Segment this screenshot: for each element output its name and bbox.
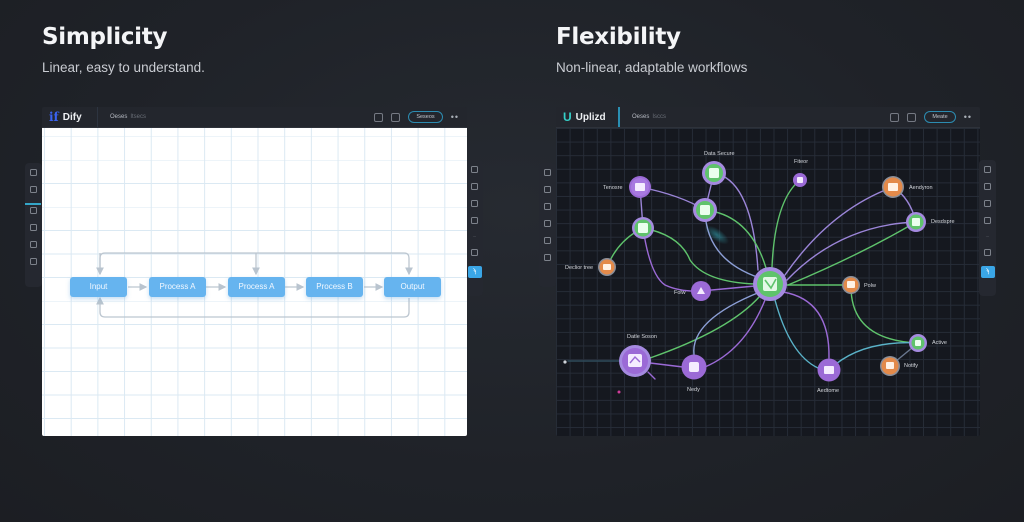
publish-button[interactable]: Seseos: [408, 111, 443, 123]
node-label-tenosre: Tenosre: [603, 185, 623, 191]
settings-icon[interactable]: [471, 249, 478, 256]
save-icon[interactable]: [374, 112, 384, 122]
window-icon[interactable]: [30, 224, 37, 231]
right-heading: Flexibility Non-linear, adaptable workfl…: [556, 24, 747, 75]
breadcrumb-main: Oeses: [110, 114, 128, 120]
node-label-datastore: Desdspre: [931, 219, 955, 225]
breadcrumb-main: Oeses: [632, 114, 650, 120]
search-icon[interactable]: [544, 237, 551, 244]
node-label-active: Active: [932, 340, 947, 346]
search-icon[interactable]: [30, 241, 37, 248]
flow-node-input[interactable]: Input: [70, 277, 127, 297]
action-button[interactable]: ϡ: [980, 266, 995, 278]
comment-icon[interactable]: [907, 112, 917, 122]
node-label-notify: Notify: [904, 363, 919, 369]
panel-icon[interactable]: [544, 186, 551, 193]
linear-workflow-canvas[interactable]: Input Process A Process A Process B Outp…: [42, 128, 467, 436]
home-alt-icon[interactable]: [30, 207, 37, 214]
more-menu-icon[interactable]: ••: [963, 112, 972, 122]
flow-node-output[interactable]: Output: [384, 277, 441, 297]
dots-icon[interactable]: ···: [985, 234, 990, 239]
breadcrumb-sub: Isccs: [652, 114, 667, 120]
left-panel-right-rail: ··· ϡ: [466, 160, 483, 296]
node-label-filter: Fiteor: [794, 159, 809, 165]
dify-logo[interactable]: if Dify: [42, 107, 97, 127]
flow-node-process-a-2[interactable]: Process A: [228, 277, 285, 297]
left-heading: Simplicity Linear, easy to understand.: [42, 24, 205, 75]
camera-icon[interactable]: [984, 183, 991, 190]
app-name: Uplizd: [575, 111, 606, 123]
flow-node-process-a[interactable]: Process A: [149, 277, 206, 297]
dify-logo-icon: if: [49, 110, 59, 124]
publish-button[interactable]: Meate: [924, 111, 956, 123]
uplizd-logo[interactable]: U Uplizd: [556, 107, 618, 127]
node-label-poler: Polw: [864, 283, 876, 289]
window-icon[interactable]: [544, 220, 551, 227]
grid-icon[interactable]: [30, 258, 37, 265]
node-label-decision-tree: Declior tree: [565, 265, 594, 271]
node-label-aendyron: Aendyron: [909, 185, 933, 191]
home-icon[interactable]: [30, 169, 37, 176]
left-subtitle: Linear, easy to understand.: [42, 60, 205, 75]
right-title: Flexibility: [556, 24, 681, 50]
folder-icon[interactable]: [984, 200, 991, 207]
uplizd-logo-icon: U: [563, 110, 572, 124]
flow-node-process-b[interactable]: Process B: [306, 277, 363, 297]
flow-connectors: [96, 252, 413, 318]
settings-icon[interactable]: [984, 249, 991, 256]
breadcrumb-sub: Itsecs: [130, 114, 147, 120]
left-title: Simplicity: [42, 24, 168, 50]
node-label-data-secure: Data Secure: [704, 151, 735, 157]
panel-icon[interactable]: [30, 186, 37, 193]
home-alt-icon[interactable]: [544, 203, 551, 210]
topbar-divider: [618, 107, 620, 127]
action-button[interactable]: ϡ: [467, 266, 482, 278]
grid-icon[interactable]: [544, 254, 551, 261]
camera-icon[interactable]: [471, 183, 478, 190]
user-icon[interactable]: [471, 217, 478, 224]
active-indicator: [25, 203, 41, 205]
left-panel-left-rail: [25, 163, 42, 287]
comment-icon[interactable]: [391, 112, 401, 122]
node-label-data-seson: Datle Soson: [627, 334, 657, 340]
shape-icon[interactable]: [471, 166, 478, 173]
right-subtitle: Non-linear, adaptable workflows: [556, 60, 748, 75]
more-menu-icon[interactable]: ••: [450, 112, 459, 122]
node-label-archone: Aedtome: [817, 388, 840, 394]
shape-icon[interactable]: [984, 166, 991, 173]
node-label-nedy: Nedy: [687, 387, 700, 393]
right-panel-right-rail: ··· ϡ: [979, 160, 996, 296]
user-icon[interactable]: [984, 217, 991, 224]
dots-icon[interactable]: ···: [472, 234, 477, 239]
right-panel-left-rail: [539, 163, 556, 287]
home-icon[interactable]: [544, 169, 551, 176]
app-name: Dify: [62, 111, 82, 123]
node-label-follow: Folw: [674, 290, 686, 296]
folder-icon[interactable]: [471, 200, 478, 207]
save-icon[interactable]: [890, 112, 900, 122]
graph-workflow-canvas[interactable]: [556, 128, 980, 436]
topbar-divider: [97, 107, 98, 127]
